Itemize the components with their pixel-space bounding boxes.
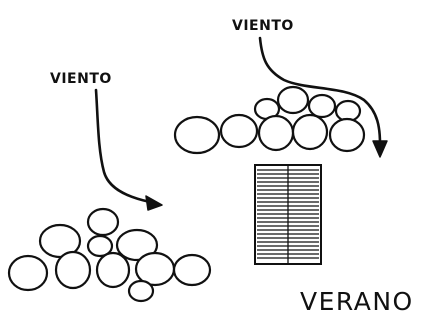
louvered-shutter — [254, 164, 322, 265]
stone-wall-top — [173, 85, 366, 155]
stone-pile-left — [7, 207, 212, 303]
wind-label-left: VIENTO — [50, 71, 112, 87]
wind-arrow-left — [94, 88, 163, 211]
season-label: VERANO — [300, 287, 414, 316]
wind-arrow-top — [258, 36, 388, 158]
wind-label-top: VIENTO — [232, 18, 294, 34]
